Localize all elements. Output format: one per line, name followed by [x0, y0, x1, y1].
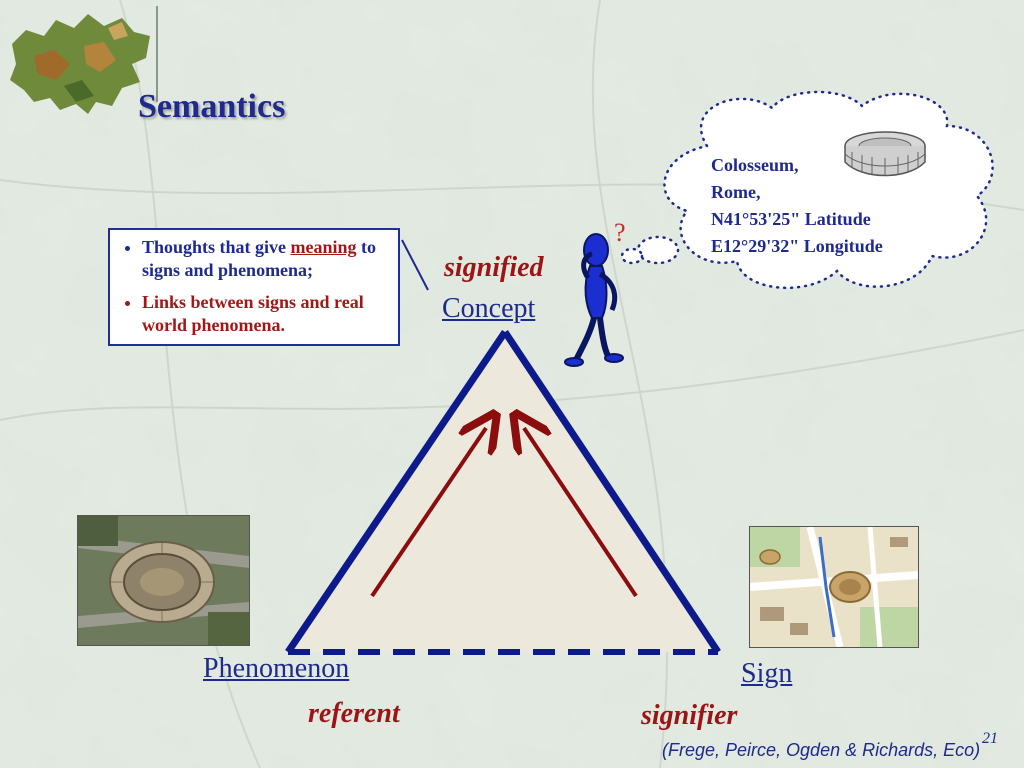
- bullet-thoughts-suffix: to signs and phenomena;: [142, 237, 377, 280]
- bullet-thoughts: Thoughts that give meaning to signs and …: [142, 236, 388, 281]
- logo-divider: [156, 6, 158, 102]
- bullet-links: Links between signs and real world pheno…: [142, 291, 388, 336]
- arrow-phenomenon-to-concept: [370, 428, 486, 598]
- cloud-line-3: N41°53'25" Latitude: [711, 209, 871, 229]
- box-connector-line: [401, 239, 429, 291]
- colosseum-street-map: [749, 526, 919, 648]
- colosseum-sketch-icon: [844, 131, 926, 177]
- page-title: Semantics: [138, 88, 286, 125]
- edge-concept-phenomenon: [285, 330, 508, 654]
- definition-box: Thoughts that give meaning to signs and …: [108, 228, 400, 346]
- bullet-thoughts-prefix: Thoughts that give: [142, 237, 291, 257]
- meaning-link[interactable]: meaning: [290, 237, 357, 257]
- colosseum-aerial-photo: [77, 515, 250, 646]
- page-number: 21: [982, 730, 998, 747]
- triangle-body: [288, 332, 718, 652]
- cloud-line-2: Rome,: [711, 182, 761, 202]
- canada-map-logo: [10, 14, 150, 114]
- edge-concept-sign: [502, 330, 721, 654]
- arrow-sign-to-concept: [524, 428, 638, 598]
- label-referent: referent: [308, 698, 400, 729]
- cloud-line-1: Colosseum,: [711, 155, 799, 175]
- node-sign[interactable]: Sign: [741, 658, 793, 689]
- question-mark: ?: [614, 218, 626, 247]
- label-signified: signified: [444, 252, 544, 283]
- citation: (Frege, Peirce, Ogden & Richards, Eco): [662, 740, 981, 760]
- node-concept[interactable]: Concept: [442, 293, 536, 324]
- cloud-location-text: Colosseum, Rome, N41°53'25" Latitude E12…: [711, 152, 883, 260]
- node-phenomenon[interactable]: Phenomenon: [203, 653, 350, 684]
- thinking-person-figure: [564, 233, 624, 367]
- label-signifier: signifier: [641, 700, 738, 731]
- cloud-line-4: E12°29'32" Longitude: [711, 236, 883, 256]
